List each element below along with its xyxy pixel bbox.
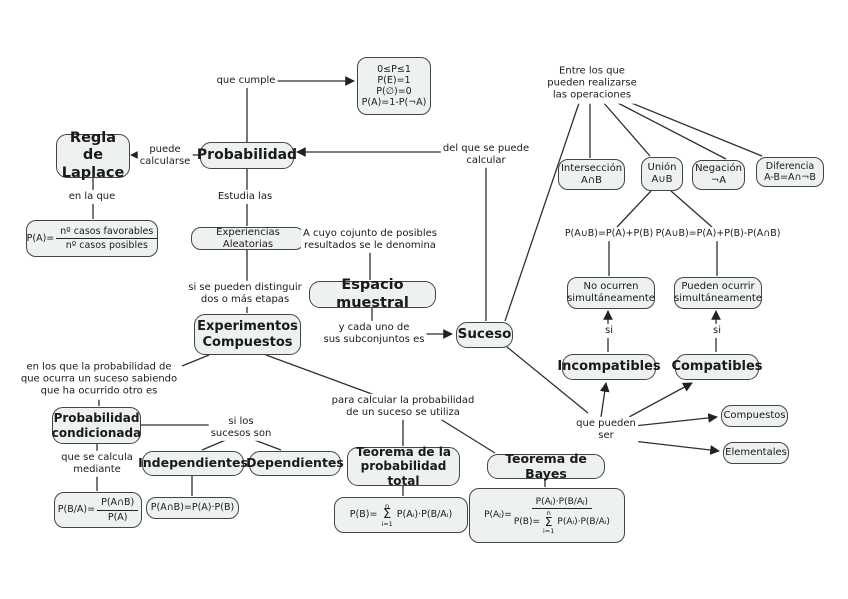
sum-upper-limit: n — [385, 501, 390, 510]
bayes-formula-lhs: P(Aⱼ)= — [484, 510, 512, 521]
node-compatibles: Compatibles — [671, 354, 763, 380]
label-si-right: si — [711, 323, 723, 339]
sum-lower-limit: i=1 — [543, 526, 555, 535]
node-espacio-muestral: Espacio muestral — [309, 277, 436, 311]
label-entre-los-que: Entre los que pueden realizarse las oper… — [545, 64, 639, 104]
laplace-numerator: nº casos favorables — [56, 226, 158, 239]
node-elementales: Elementales — [723, 442, 789, 464]
edge-suceso-entrelosque — [504, 102, 580, 322]
sum-upper-limit: n — [546, 509, 551, 518]
edge-suceso-quepueden — [506, 346, 589, 414]
laplace-denominator: nº casos posibles — [65, 240, 148, 251]
node-suceso: Suceso — [456, 322, 513, 348]
condicionada-numerator: P(A∩B) — [97, 497, 139, 511]
node-independientes-formula: P(A∩B)=P(A)·P(B) — [146, 497, 239, 519]
node-axiomas-formula: 0≤P≤1 P(E)=1 P(∅)=0 P(A)=1-P(¬A) — [357, 57, 431, 115]
edge-experimentos-paracalcular — [265, 354, 381, 398]
total-sum: n Σ i=1 — [381, 503, 392, 528]
edge-entre-diferencia — [628, 101, 763, 157]
node-incompatibles: Incompatibles — [557, 354, 661, 380]
node-union: Unión A∪B — [641, 157, 683, 191]
label-del-que-se-puede-calcular: del que se puede calcular — [440, 141, 532, 169]
node-pueden-ocurrir: Pueden ocurrir simultáneamente — [674, 277, 762, 309]
label-para-calcular: para calcular la probabilidad de un suce… — [329, 393, 477, 421]
node-condicionada-formula: P(B/A)= P(A∩B) P(A) — [54, 492, 142, 528]
node-probabilidad: Probabilidad — [197, 142, 297, 169]
condicionada-formula-lhs: P(B/A)= — [57, 504, 96, 516]
label-estudia-las: Estudia las — [215, 189, 275, 205]
label-en-la-que: en la que — [66, 189, 118, 205]
node-independientes: Independientes — [138, 451, 248, 476]
edge-union-formula1 — [616, 190, 652, 228]
sigma-symbol: Σ — [544, 514, 553, 529]
label-union-formula-incompatibles: P(A∪B)=P(A)+P(B) — [562, 227, 656, 241]
bayes-den-rhs: P(Aᵢ)·P(B/Aᵢ) — [557, 517, 610, 527]
condicionada-denominator: P(A) — [107, 511, 128, 523]
label-si-left: si — [603, 323, 615, 339]
node-experiencias-aleatorias: Experiencias Aleatorias — [191, 227, 305, 250]
node-compuestos: Compuestos — [721, 405, 788, 427]
node-negacion: Negación ¬A — [692, 160, 745, 190]
label-si-se-pueden-distinguir: si se pueden distinguir dos o más etapas — [186, 280, 304, 308]
node-teorema-total: Teorema de la probabilidad total — [347, 445, 460, 488]
laplace-formula-lhs: P(A)= — [26, 232, 55, 244]
edge-experimentos-enlosque — [181, 354, 210, 367]
edge-entre-negacion — [615, 101, 727, 160]
laplace-fraction: nº casos favorables nº casos posibles — [56, 226, 158, 251]
node-teorema-bayes: Teorema de Bayes — [487, 451, 605, 480]
edge-entre-union — [602, 101, 651, 157]
label-que-cumple: que cumple — [214, 73, 278, 89]
label-que-se-calcula: que se calcula mediante — [59, 450, 135, 478]
condicionada-fraction: P(A∩B) P(A) — [97, 497, 139, 523]
bayes-sum: n Σ i=1 — [543, 510, 554, 534]
node-bayes-formula: P(Aⱼ)= P(Aⱼ)·P(B/Aⱼ) P(B)= n Σ i=1 P(Aᵢ)… — [469, 488, 625, 543]
label-en-los-que: en los que la probabilidad de que ocurra… — [18, 360, 180, 400]
node-regla-laplace: Regla de Laplace — [56, 130, 130, 181]
node-probabilidad-condicionada: Probabilidad condicionada — [52, 407, 141, 444]
node-laplace-formula: P(A)= nº casos favorables nº casos posib… — [26, 220, 158, 257]
sigma-symbol: Σ — [382, 507, 392, 523]
label-que-pueden-ser: que pueden ser — [574, 416, 638, 444]
edge-union-formula2 — [670, 190, 713, 228]
node-interseccion: Intersección A∩B — [558, 159, 625, 190]
sum-lower-limit: i=1 — [381, 519, 393, 528]
total-formula-rhs: P(Aᵢ)·P(B/Aᵢ) — [396, 509, 453, 521]
total-formula-lhs: P(B)= — [349, 509, 378, 521]
node-dependientes: Dependientes — [246, 451, 344, 476]
label-puede-calcularse: puede calcularse — [137, 142, 193, 170]
node-diferencia: Diferencia A-B=A∩¬B — [756, 157, 824, 187]
node-total-formula: P(B)= n Σ i=1 P(Aᵢ)·P(B/Aᵢ) — [334, 497, 468, 533]
label-si-los-sucesos: si los sucesos son — [208, 414, 274, 442]
node-no-ocurren: No ocurren simultáneamente — [567, 277, 655, 309]
label-union-formula-compatibles: P(A∪B)=P(A)+P(B)-P(A∩B) — [653, 227, 783, 241]
edge-quepueden-elementales — [623, 439, 720, 455]
label-y-cada-uno: y cada uno de sus subconjuntos es — [321, 320, 427, 348]
bayes-numerator: P(Aⱼ)·P(B/Aⱼ) — [531, 497, 593, 510]
edge-quepueden-compuestos — [633, 413, 718, 427]
node-experimentos-compuestos: Experimentos Compuestos — [194, 314, 301, 355]
bayes-denominator: P(B)= n Σ i=1 P(Aᵢ)·P(B/Aᵢ) — [514, 509, 610, 534]
edge-quepueden-compatibles — [628, 382, 693, 418]
label-a-cuyo-conjunto: A cuyo cojunto de posibles resultados se… — [301, 226, 439, 254]
edge-quepueden-incompatibles — [599, 382, 610, 418]
bayes-fraction: P(Aⱼ)·P(B/Aⱼ) P(B)= n Σ i=1 P(Aᵢ)·P(B/Aᵢ… — [514, 497, 610, 534]
edge-paracalcular-bayes — [436, 416, 496, 454]
bayes-den-lhs: P(B)= — [513, 517, 540, 527]
